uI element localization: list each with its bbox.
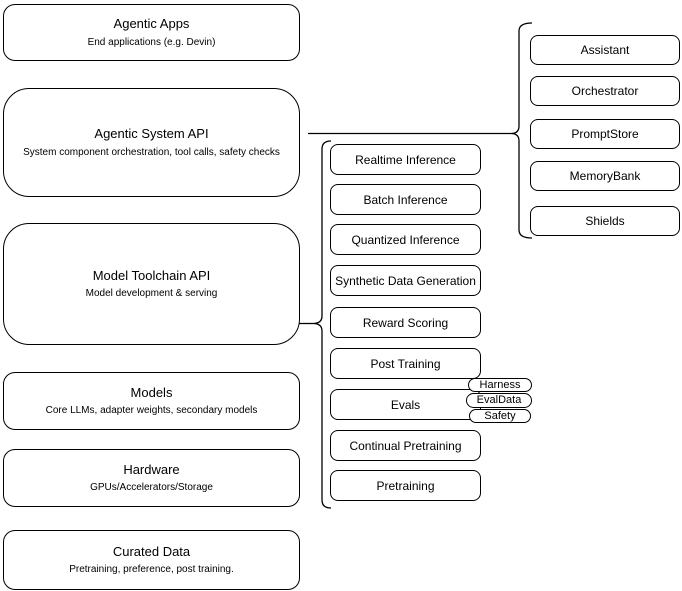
- box-label: PromptStore: [571, 127, 639, 141]
- box-label: Assistant: [580, 43, 630, 57]
- box-orchestrator: Orchestrator: [530, 76, 680, 106]
- box-label: MemoryBank: [569, 169, 641, 183]
- tag-label: Safety: [484, 409, 516, 422]
- middle-group-brace: [312, 140, 332, 509]
- box-synthetic-data-generation: Synthetic Data Generation: [330, 265, 481, 296]
- box-subtitle: GPUs/Accelerators/Storage: [90, 482, 213, 494]
- box-label: Batch Inference: [363, 192, 448, 207]
- tag-label: EvalData: [476, 394, 522, 406]
- box-reward-scoring: Reward Scoring: [330, 307, 481, 338]
- box-label: Evals: [390, 397, 421, 412]
- box-shields: Shields: [530, 206, 680, 236]
- box-subtitle: End applications (e.g. Devin): [87, 36, 216, 48]
- box-label: Synthetic Data Generation: [335, 273, 476, 288]
- box-label: Continual Pretraining: [349, 438, 462, 453]
- box-realtime-inference: Realtime Inference: [330, 144, 481, 175]
- box-title: Curated Data: [112, 543, 191, 559]
- tag-harness: Harness: [468, 378, 532, 392]
- box-label: Orchestrator: [571, 84, 639, 98]
- box-subtitle: Core LLMs, adapter weights, secondary mo…: [45, 405, 258, 417]
- box-label: Realtime Inference: [355, 152, 456, 167]
- box-model-toolchain-api: Model Toolchain API Model development & …: [3, 223, 300, 345]
- box-title: Agentic Apps: [113, 16, 190, 32]
- box-models: Models Core LLMs, adapter weights, secon…: [3, 372, 300, 430]
- box-agentic-system-api: Agentic System API System component orch…: [3, 88, 300, 197]
- box-assistant: Assistant: [530, 35, 680, 65]
- box-title: Hardware: [123, 461, 180, 477]
- box-memorybank: MemoryBank: [530, 161, 680, 191]
- box-agentic-apps: Agentic Apps End applications (e.g. Devi…: [3, 4, 300, 61]
- tag-label: Harness: [479, 378, 521, 391]
- box-subtitle: Model development & serving: [85, 288, 218, 300]
- right-group-brace: [510, 22, 533, 239]
- box-label: Pretraining: [376, 478, 435, 493]
- box-pretraining: Pretraining: [330, 470, 481, 501]
- box-batch-inference: Batch Inference: [330, 184, 481, 215]
- box-title: Agentic System API: [94, 126, 209, 142]
- box-label: Reward Scoring: [362, 315, 449, 330]
- box-subtitle: Pretraining, preference, post training.: [69, 564, 234, 576]
- box-evals: Evals: [330, 389, 481, 420]
- box-label: Quantized Inference: [351, 232, 460, 247]
- box-post-training: Post Training: [330, 348, 481, 379]
- box-label: Post Training: [370, 356, 441, 371]
- tag-evaldata: EvalData: [466, 393, 532, 408]
- box-continual-pretraining: Continual Pretraining: [330, 430, 481, 461]
- box-quantized-inference: Quantized Inference: [330, 224, 481, 255]
- box-title: Model Toolchain API: [92, 267, 211, 283]
- box-subtitle: System component orchestration, tool cal…: [23, 146, 280, 158]
- box-promptstore: PromptStore: [530, 119, 680, 149]
- box-hardware: Hardware GPUs/Accelerators/Storage: [3, 449, 300, 507]
- box-label: Shields: [585, 214, 625, 228]
- tag-safety: Safety: [469, 409, 531, 423]
- box-title: Models: [130, 384, 173, 400]
- box-curated-data: Curated Data Pretraining, preference, po…: [3, 530, 300, 590]
